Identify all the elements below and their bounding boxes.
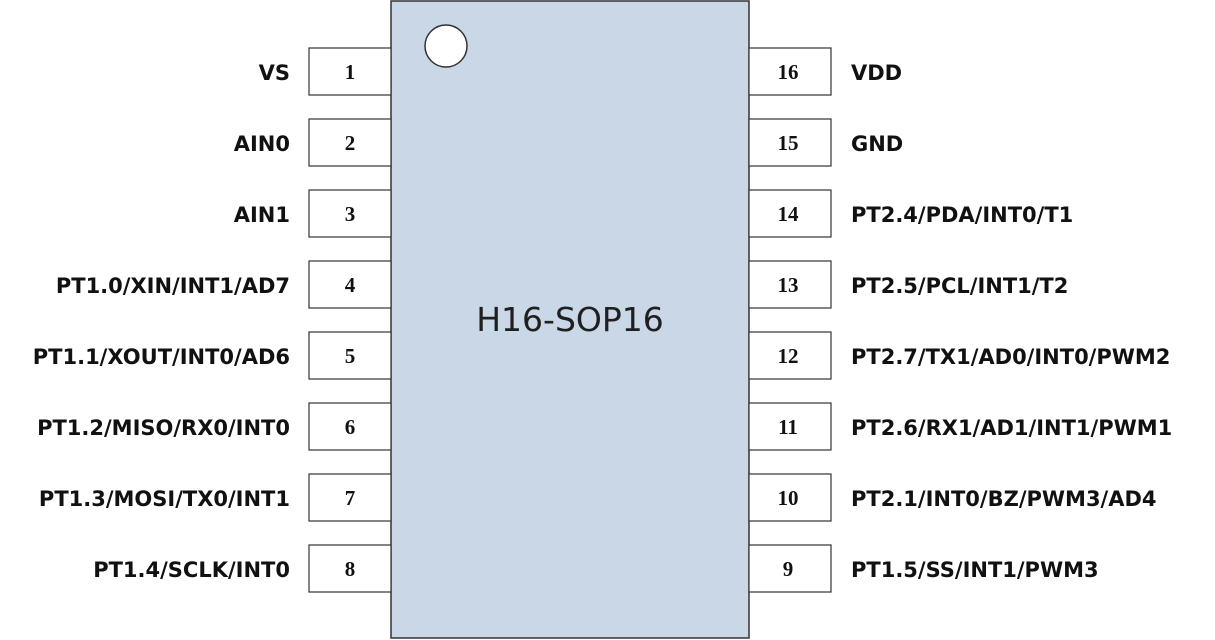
pin-13: 13 PT2.5/PCL/INT1/T2: [748, 260, 1068, 309]
pin-label: GND: [851, 132, 903, 156]
pin-label: PT1.1/XOUT/INT0/AD6: [33, 345, 290, 369]
pin-label: PT2.7/TX1/AD0/INT0/PWM2: [851, 345, 1170, 369]
pin-box: [308, 331, 392, 380]
pin-number: 15: [778, 131, 799, 155]
pin-label: PT1.5/SS/INT1/PWM3: [851, 558, 1099, 582]
pin-box: [748, 189, 832, 238]
pin-box: [748, 260, 832, 309]
pin-number: 4: [345, 273, 356, 297]
pin-number: 10: [778, 486, 799, 510]
pin-box: [748, 544, 832, 593]
pin-label: AIN0: [234, 132, 290, 156]
pin-number: 11: [778, 415, 798, 439]
pin-number: 5: [345, 344, 356, 368]
chip-body: [390, 0, 750, 639]
pin-16: 16 VDD: [748, 47, 902, 96]
pin-4: 4 PT1.0/XIN/INT1/AD7: [56, 260, 392, 309]
pin-box: [308, 473, 392, 522]
pin-number: 16: [778, 60, 799, 84]
pin-10: 10 PT2.1/INT0/BZ/PWM3/AD4: [748, 473, 1157, 522]
pin-box: [308, 544, 392, 593]
pin-box: [308, 189, 392, 238]
pin-number: 13: [778, 273, 799, 297]
pin-label: PT2.5/PCL/INT1/T2: [851, 274, 1068, 298]
pin-label: PT1.0/XIN/INT1/AD7: [56, 274, 290, 298]
pin-11: 11 PT2.6/RX1/AD1/INT1/PWM1: [748, 402, 1172, 451]
pin-number: 8: [345, 557, 356, 581]
pin-number: 6: [345, 415, 356, 439]
pin-box: [748, 473, 832, 522]
pin-label: PT2.6/RX1/AD1/INT1/PWM1: [851, 416, 1172, 440]
pin-label: PT2.4/PDA/INT0/T1: [851, 203, 1073, 227]
chip-name: H16-SOP16: [476, 300, 664, 339]
pin-number: 3: [345, 202, 356, 226]
pin-box: [308, 260, 392, 309]
pin-box: [748, 331, 832, 380]
pin-box: [748, 47, 832, 96]
pin-5: 5 PT1.1/XOUT/INT0/AD6: [33, 331, 392, 380]
pin-9: 9 PT1.5/SS/INT1/PWM3: [748, 544, 1099, 593]
pin-2: 2 AIN0: [234, 118, 392, 167]
pin-number: 2: [345, 131, 356, 155]
pin-3: 3 AIN1: [234, 189, 392, 238]
pin-8: 8 PT1.4/SCLK/INT0: [93, 544, 392, 593]
pin-7: 7 PT1.3/MOSI/TX0/INT1: [39, 473, 392, 522]
pin-box: [748, 402, 832, 451]
pin-box: [308, 118, 392, 167]
pin-label: PT2.1/INT0/BZ/PWM3/AD4: [851, 487, 1157, 511]
pin-number: 12: [778, 344, 799, 368]
pin-label: VS: [259, 61, 290, 85]
pin-label: VDD: [851, 61, 902, 85]
pin-6: 6 PT1.2/MISO/RX0/INT0: [37, 402, 392, 451]
pin-15: 15 GND: [748, 118, 903, 167]
pin-label: PT1.4/SCLK/INT0: [93, 558, 290, 582]
pins-layer: 1 VS 2 AIN0 3 AIN1 4 PT1.0/XIN/INT1/AD7 5 PT1.1/X…: [33, 47, 1172, 593]
pin-box: [748, 118, 832, 167]
pin-number: 7: [345, 486, 356, 510]
pin-label: PT1.2/MISO/RX0/INT0: [37, 416, 290, 440]
pin-1: 1 VS: [259, 47, 392, 96]
pin-box: [308, 402, 392, 451]
pin-label: AIN1: [234, 203, 290, 227]
pin-12: 12 PT2.7/TX1/AD0/INT0/PWM2: [748, 331, 1170, 380]
pin1-orientation-dot: [424, 24, 468, 68]
pin-number: 14: [778, 202, 800, 226]
pin-number: 1: [345, 60, 356, 84]
pin-14: 14 PT2.4/PDA/INT0/T1: [748, 189, 1073, 238]
pin-number: 9: [783, 557, 794, 581]
pin-box: [308, 47, 392, 96]
pin-label: PT1.3/MOSI/TX0/INT1: [39, 487, 290, 511]
